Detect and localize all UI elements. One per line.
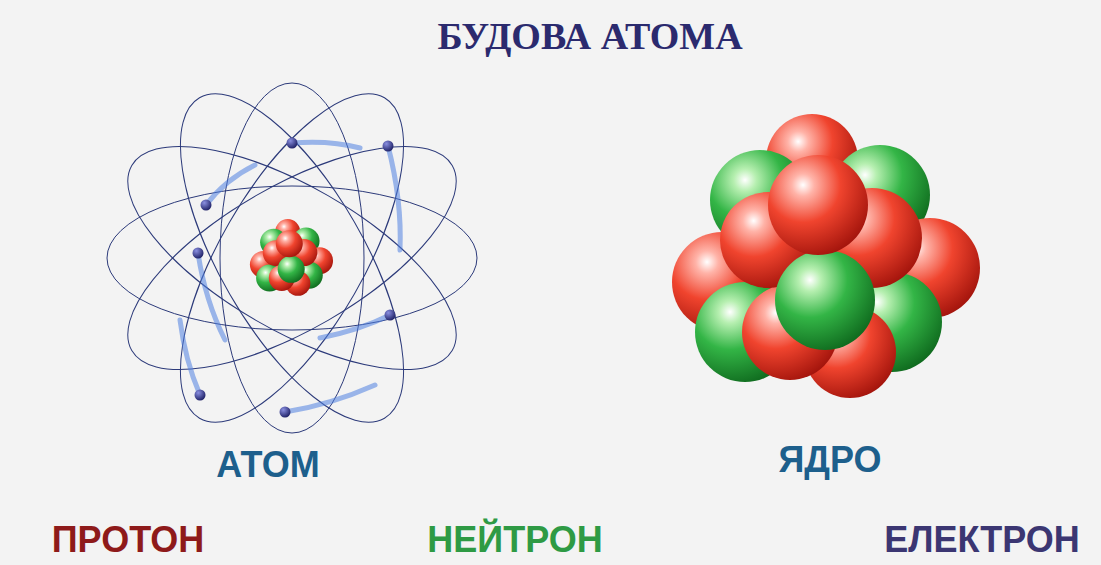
orbit xyxy=(220,83,364,433)
electron xyxy=(193,248,204,259)
orbit xyxy=(96,103,488,413)
electron xyxy=(385,310,396,321)
electron xyxy=(287,138,298,149)
electron xyxy=(195,390,206,401)
electron-orbits xyxy=(96,62,488,454)
small-nucleus xyxy=(250,219,333,296)
electron xyxy=(383,141,394,152)
electron-label: ЕЛЕКТРОН xyxy=(884,520,1080,560)
electron xyxy=(201,200,212,211)
orbit xyxy=(137,62,447,454)
atom-label: АТОМ xyxy=(216,445,319,485)
electron xyxy=(280,407,291,418)
electron-trail xyxy=(206,165,255,205)
electron-trails xyxy=(180,142,400,412)
title: БУДОВА АТОМА xyxy=(437,16,742,58)
orbit xyxy=(137,62,447,454)
orbit xyxy=(107,186,477,330)
electron-trail xyxy=(180,320,200,395)
electron-trail xyxy=(198,253,225,340)
neutron-label: НЕЙТРОН xyxy=(427,520,602,560)
electron-trail xyxy=(285,385,375,412)
nucleus-label: ЯДРО xyxy=(778,440,881,480)
large-nucleus xyxy=(672,114,980,398)
electron-trail xyxy=(388,146,400,250)
electron-trail xyxy=(292,142,360,148)
orbit xyxy=(96,103,488,413)
proton-label: ПРОТОН xyxy=(52,520,205,560)
electrons xyxy=(193,138,396,418)
electron-trail xyxy=(320,315,390,338)
